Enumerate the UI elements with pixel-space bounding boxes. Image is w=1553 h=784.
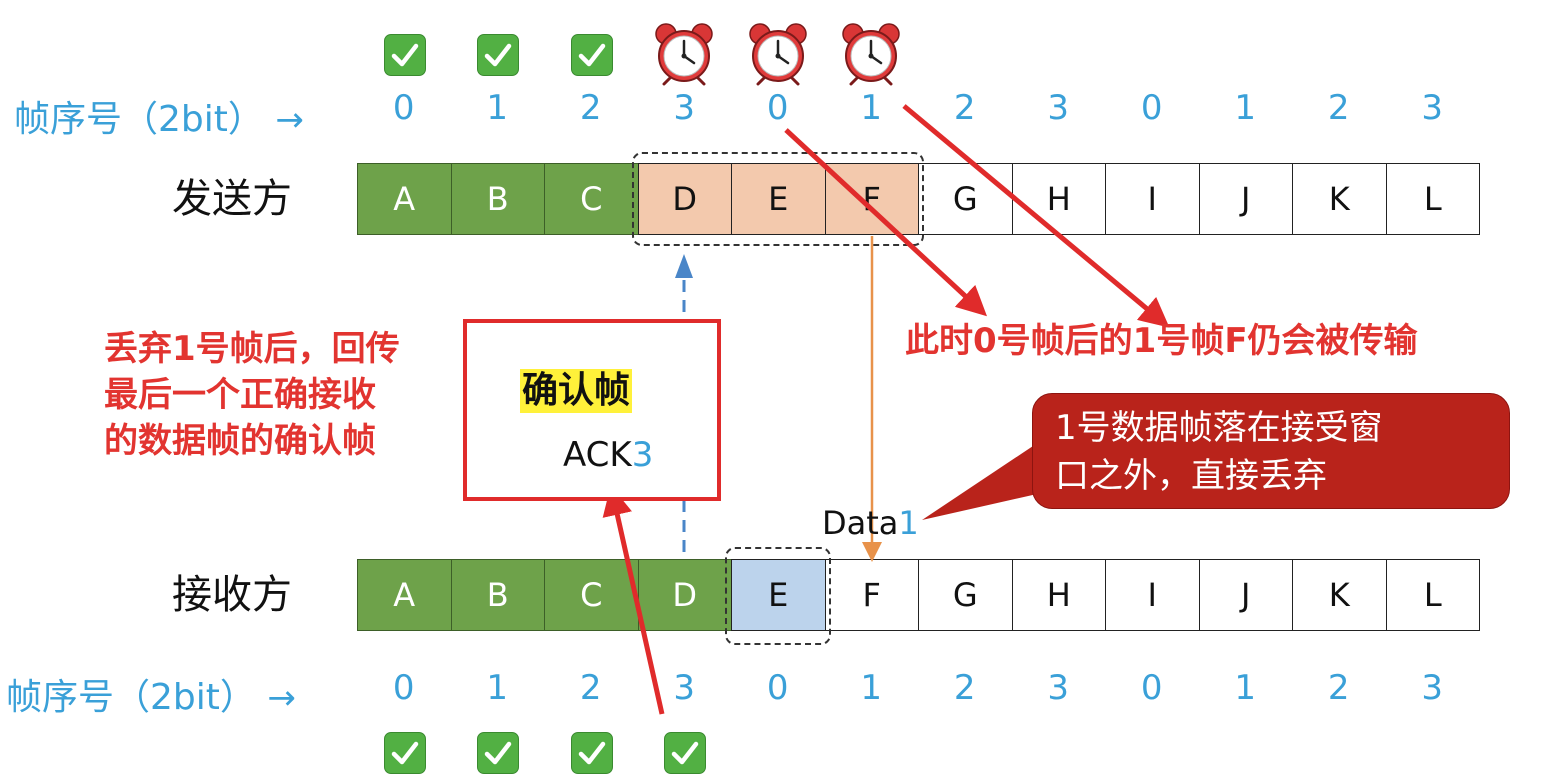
receiver-frame-b: B bbox=[450, 559, 545, 631]
ack-frame-value: ACK3 bbox=[563, 435, 653, 475]
check-box-icon bbox=[570, 34, 613, 76]
top-seq-num-9: 1 bbox=[1234, 88, 1257, 128]
sender-frame-f: F bbox=[824, 163, 919, 235]
discard-callout: 1号数据帧落在接受窗 口之外，直接丢弃 bbox=[1032, 393, 1510, 509]
bottom-seq-num-10: 2 bbox=[1327, 668, 1350, 708]
top-seq-num-11: 3 bbox=[1421, 88, 1444, 128]
sender-frame-k: K bbox=[1292, 163, 1387, 235]
alarm-clock-icon bbox=[746, 20, 810, 86]
receiver-frame-l: L bbox=[1385, 559, 1480, 631]
bottom-seq-num-11: 3 bbox=[1421, 668, 1444, 708]
receiver-frame-h: H bbox=[1011, 559, 1106, 631]
ack-number: 3 bbox=[631, 435, 654, 475]
check-box-icon bbox=[477, 732, 520, 774]
receiver-frame-j: J bbox=[1198, 559, 1293, 631]
bottom-seq-num-0: 0 bbox=[392, 668, 415, 708]
receiver-frame-c: C bbox=[544, 559, 639, 631]
data-prefix: Data bbox=[822, 504, 899, 542]
left-note-line-3: 的数据帧的确认帧 bbox=[104, 421, 376, 461]
sender-frame-i: I bbox=[1105, 163, 1200, 235]
left-note-line-2: 最后一个正确接收 bbox=[104, 375, 376, 415]
top-seq-num-2: 2 bbox=[579, 88, 602, 128]
top-seq-num-7: 3 bbox=[1047, 88, 1070, 128]
top-seq-num-6: 2 bbox=[953, 88, 976, 128]
bottom-seq-num-7: 3 bbox=[1047, 668, 1070, 708]
bottom-seq-label: 帧序号（2bit） → bbox=[6, 668, 296, 720]
receiver-frame-i: I bbox=[1105, 559, 1200, 631]
bottom-seq-num-6: 2 bbox=[953, 668, 976, 708]
sender-window bbox=[631, 152, 924, 246]
receiver-label: 接收方 bbox=[172, 572, 292, 618]
alarm-clock-icon bbox=[652, 20, 716, 86]
bottom-seq-arrow: → bbox=[267, 678, 296, 718]
bottom-seq-label-text: 帧序号（2bit） bbox=[6, 677, 256, 718]
receiver-frame-f: F bbox=[824, 559, 919, 631]
sender-frame-e: E bbox=[731, 163, 826, 235]
red-arrow-from-seq1 bbox=[902, 104, 1170, 328]
sender-frame-a: A bbox=[357, 163, 452, 235]
sender-frame-l: L bbox=[1385, 163, 1480, 235]
top-seq-num-0: 0 bbox=[392, 88, 415, 128]
callout-line-1: 1号数据帧落在接受窗 bbox=[1055, 408, 1383, 448]
receiver-frame-e: E bbox=[731, 559, 826, 631]
top-seq-label-text: 帧序号（2bit） bbox=[14, 99, 264, 140]
top-seq-num-1: 1 bbox=[486, 88, 509, 128]
left-note-line-1: 丢弃1号帧后，回传 bbox=[104, 329, 400, 369]
bottom-seq-num-9: 1 bbox=[1234, 668, 1257, 708]
ack-frame-title: 确认帧 bbox=[520, 369, 633, 413]
top-seq-num-3: 3 bbox=[673, 88, 696, 128]
receiver-frame-k: K bbox=[1292, 559, 1387, 631]
sender-label: 发送方 bbox=[172, 176, 292, 222]
top-seq-label: 帧序号（2bit） → bbox=[14, 90, 304, 142]
sender-frame-j: J bbox=[1198, 163, 1293, 235]
check-box-icon bbox=[477, 34, 520, 76]
ack-frame-box: 确认帧 ACK3 bbox=[463, 319, 721, 501]
bottom-seq-num-5: 1 bbox=[860, 668, 883, 708]
callout-tail bbox=[922, 444, 1046, 520]
top-seq-num-5: 1 bbox=[860, 88, 883, 128]
red-arrow-to-ack-box bbox=[602, 485, 665, 715]
red-arrow-from-seq0 bbox=[784, 128, 988, 317]
top-seq-num-4: 0 bbox=[766, 88, 789, 128]
data-frame-label: Data1 bbox=[822, 504, 919, 542]
alarm-clock-icon bbox=[839, 20, 903, 86]
top-seq-num-10: 2 bbox=[1327, 88, 1350, 128]
receiver-frame-a: A bbox=[357, 559, 452, 631]
bottom-seq-num-8: 0 bbox=[1140, 668, 1163, 708]
check-box-icon bbox=[383, 34, 426, 76]
top-seq-arrow: → bbox=[275, 100, 304, 140]
data-number: 1 bbox=[898, 504, 919, 542]
right-note: 此时0号帧后的1号帧F仍会被传输 bbox=[905, 321, 1418, 361]
left-note: 丢弃1号帧后，回传 最后一个正确接收 的数据帧的确认帧 bbox=[104, 326, 400, 464]
receiver-window bbox=[725, 547, 831, 645]
sender-frame-h: H bbox=[1011, 163, 1106, 235]
check-box-icon bbox=[383, 732, 426, 774]
receiver-frame-d: D bbox=[637, 559, 732, 631]
sender-frame-c: C bbox=[544, 163, 639, 235]
ack-prefix: ACK bbox=[563, 435, 632, 475]
check-box-icon bbox=[570, 732, 613, 774]
bottom-seq-num-2: 2 bbox=[579, 668, 602, 708]
receiver-frame-g: G bbox=[918, 559, 1013, 631]
sender-frame-g: G bbox=[918, 163, 1013, 235]
sender-frame-b: B bbox=[450, 163, 545, 235]
bottom-seq-num-1: 1 bbox=[486, 668, 509, 708]
bottom-seq-num-3: 3 bbox=[673, 668, 696, 708]
check-box-icon bbox=[664, 732, 707, 774]
bottom-seq-num-4: 0 bbox=[766, 668, 789, 708]
top-seq-num-8: 0 bbox=[1140, 88, 1163, 128]
callout-line-2: 口之外，直接丢弃 bbox=[1055, 456, 1327, 496]
